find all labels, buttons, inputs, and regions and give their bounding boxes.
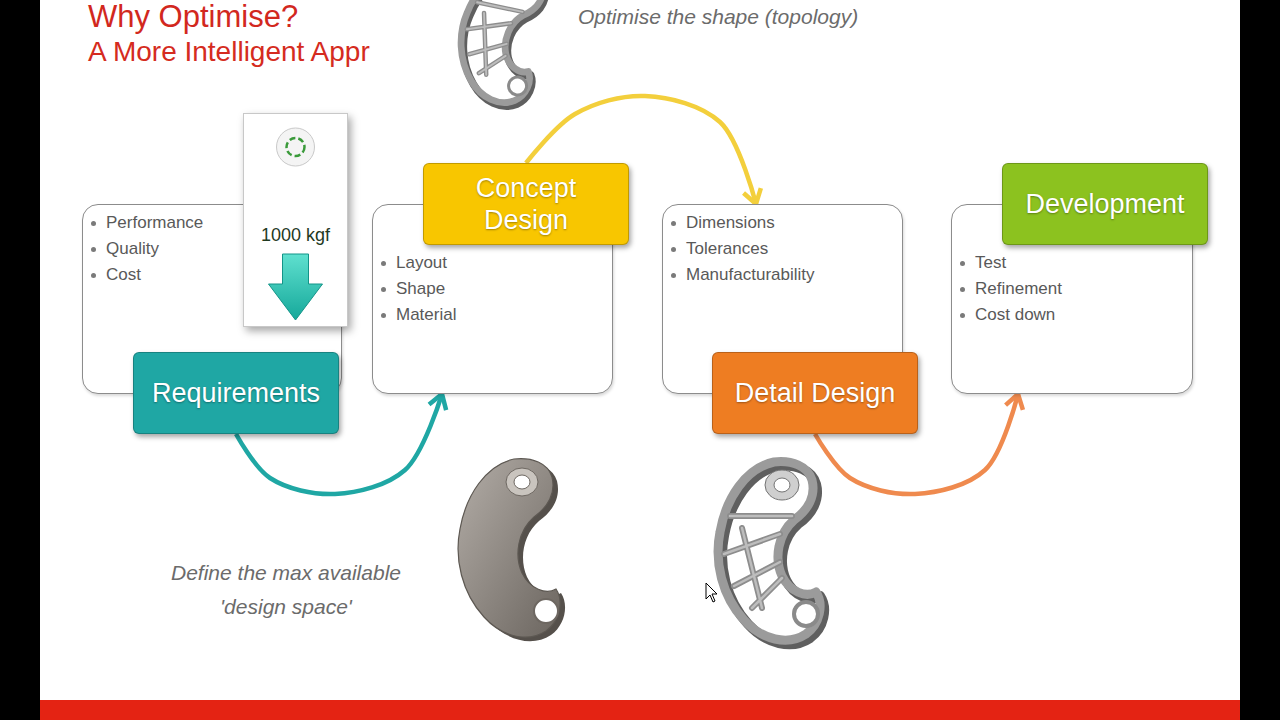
node-text-row: Concept Design xyxy=(456,172,596,236)
mouse-cursor xyxy=(706,583,717,602)
bullet-text: Manufacturability xyxy=(686,262,815,288)
footer-bar xyxy=(40,700,1240,720)
bullet-dot xyxy=(960,287,965,292)
stage-tab: Detail Design xyxy=(712,352,918,434)
bullet-dot xyxy=(960,261,965,266)
bullet-text: Dimensions xyxy=(686,210,775,236)
bullet-text: Material xyxy=(396,302,456,328)
stage-title: Requirements xyxy=(152,378,320,408)
bullet-dot xyxy=(671,273,676,278)
optimised-part-illustration xyxy=(718,462,824,645)
load-arrow xyxy=(269,254,323,320)
bullet-item: Test xyxy=(960,250,1182,276)
bullet-dot xyxy=(381,287,386,292)
bullet-dot xyxy=(960,313,965,318)
constraint-icon xyxy=(277,128,315,166)
stage-title: Detail Design xyxy=(735,378,896,408)
bullet-text: Refinement xyxy=(975,276,1062,302)
note-text: Define the max available 'design space' xyxy=(155,556,417,624)
node-text-row: Detail Design xyxy=(735,377,896,409)
bullet-text: Shape xyxy=(396,276,445,302)
node-text-row: 1000 kgf xyxy=(261,225,330,246)
letterbox-bar xyxy=(0,0,40,720)
node-text-row: Requirements xyxy=(152,377,320,409)
stage-tab: Concept Design xyxy=(423,163,629,245)
bullet-dot xyxy=(671,247,676,252)
bullet-item: Layout xyxy=(381,250,602,276)
arrow-head xyxy=(1006,394,1023,410)
bullet-text: Quality xyxy=(106,236,159,262)
constraint-icon xyxy=(287,138,305,156)
load-card: 1000 kgf xyxy=(243,113,348,327)
bullet-text: Cost xyxy=(106,262,141,288)
node-text-row: Development xyxy=(1025,188,1184,220)
bullet-dot xyxy=(381,261,386,266)
load-icon xyxy=(244,114,349,328)
bullet-text: Cost down xyxy=(975,302,1055,328)
stage-tab: Development xyxy=(1002,163,1208,245)
bullet-item: Dimensions xyxy=(671,210,892,236)
bullet-item: Refinement xyxy=(960,276,1182,302)
slide-title: Why Optimise? xyxy=(88,0,298,35)
letterbox-bar xyxy=(1240,0,1280,720)
bullet-item: Tolerances xyxy=(671,236,892,262)
stage-title: Development xyxy=(1025,189,1184,219)
bullet-item: Material xyxy=(381,302,602,328)
note-text: Optimise the shape (topology) xyxy=(578,5,858,29)
design-space-part-illustration xyxy=(458,459,565,642)
arrow-head xyxy=(744,188,761,204)
bullet-item: Shape xyxy=(381,276,602,302)
bullet-dot xyxy=(91,221,96,226)
bullet-dot xyxy=(91,247,96,252)
bullet-dot xyxy=(91,273,96,278)
bullet-item: Manufacturability xyxy=(671,262,892,288)
bullet-dot xyxy=(671,221,676,226)
bullet-text: Test xyxy=(975,250,1006,276)
slide-ground xyxy=(40,0,1240,700)
bullet-text: Performance xyxy=(106,210,203,236)
bullet-dot xyxy=(381,313,386,318)
subtitle: A More Intelligent Appr xyxy=(88,36,370,68)
bullet-text: Tolerances xyxy=(686,236,768,262)
stage-title: Concept Design xyxy=(476,173,577,235)
optimised-part-illustration xyxy=(448,0,554,111)
stage-tab: Requirements xyxy=(133,352,339,434)
load-value: 1000 kgf xyxy=(261,225,330,245)
bullet-text: Layout xyxy=(396,250,447,276)
bullet-item: Cost down xyxy=(960,302,1182,328)
arrow-head xyxy=(429,394,446,410)
